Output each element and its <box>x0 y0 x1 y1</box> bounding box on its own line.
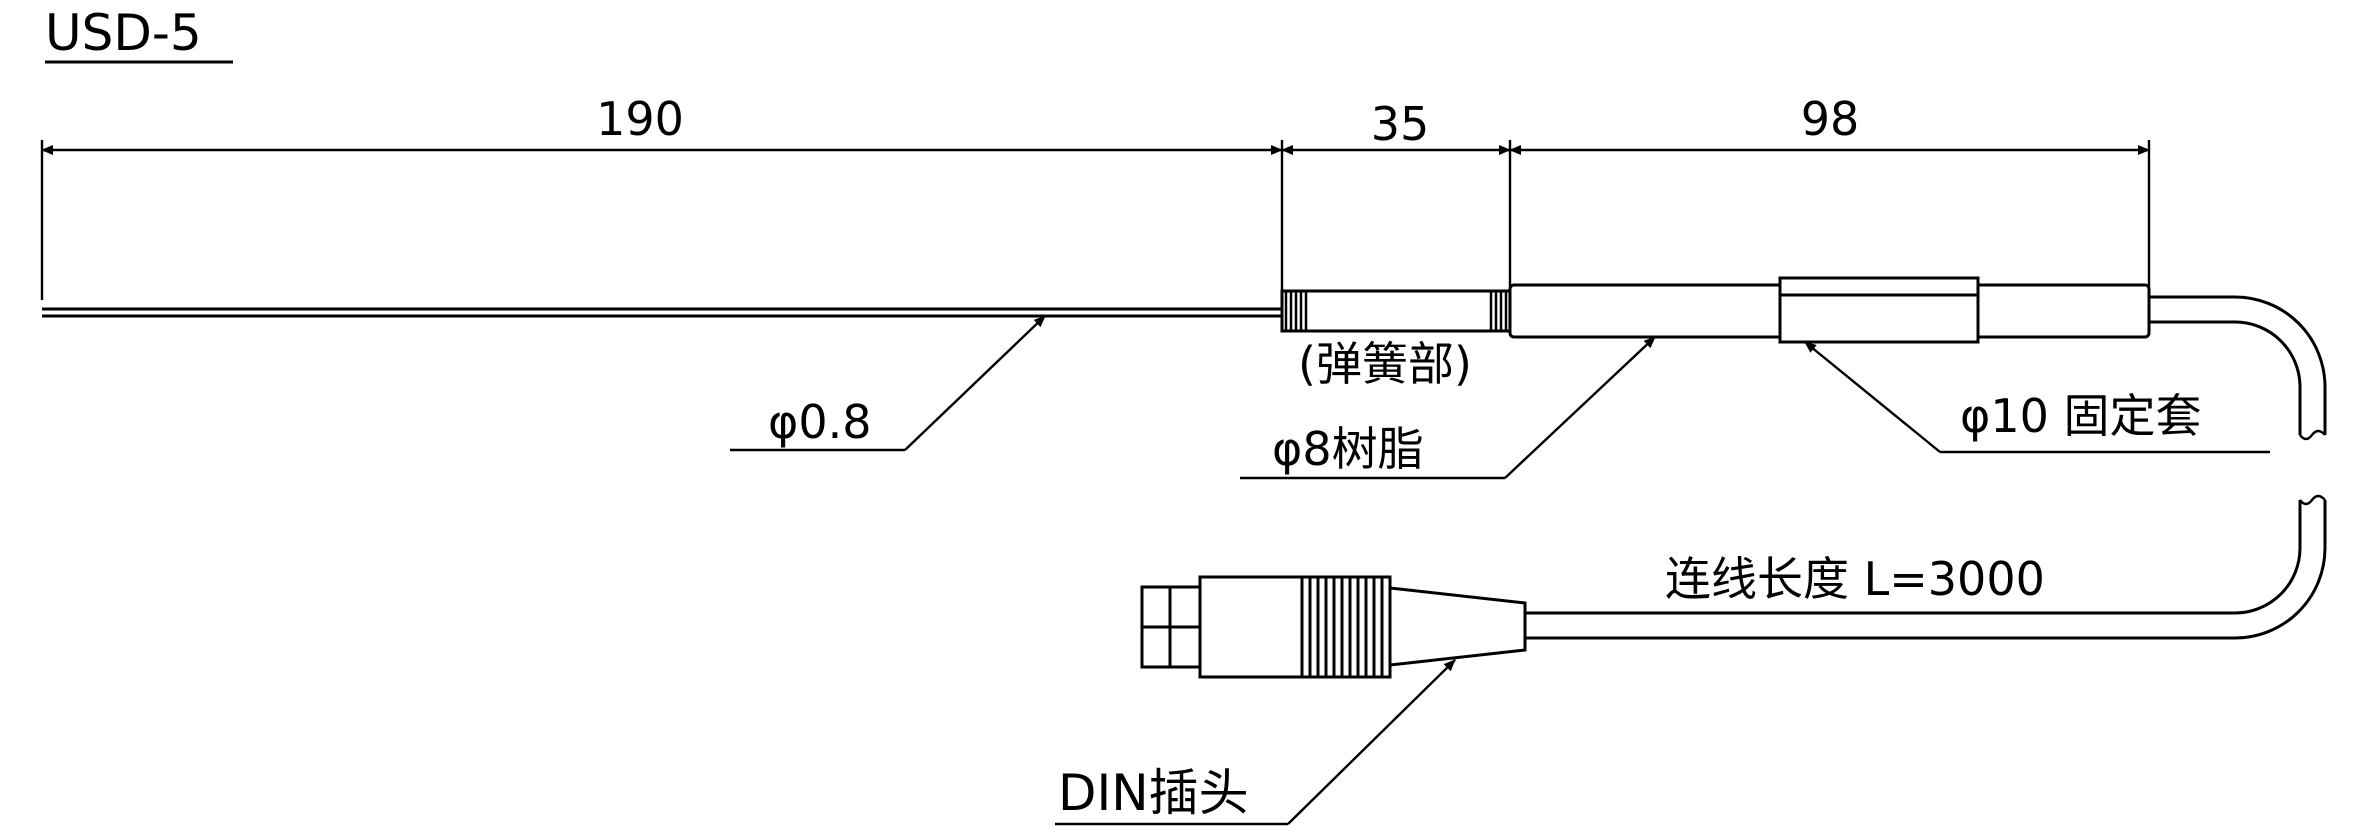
leader-resin <box>1240 336 1656 480</box>
drawing-title: USD-5 <box>45 4 202 62</box>
label-connector: DIN插头 <box>1058 764 1249 822</box>
label-cable-length: 连线长度 L=3000 <box>1665 552 2045 606</box>
din-connector <box>1140 575 1527 679</box>
probe-rod <box>42 307 1282 318</box>
leader-probe <box>730 315 1046 452</box>
label-spring-section: (弹簧部) <box>1298 337 1472 391</box>
spring-section <box>1280 289 1512 333</box>
dimension-resin-length: 98 <box>1801 92 1860 146</box>
label-sleeve: φ10 固定套 <box>1960 389 2202 443</box>
leader-sleeve <box>1804 341 2270 454</box>
leader-connector <box>1055 659 1456 826</box>
fixing-sleeve <box>1778 276 1980 344</box>
label-probe-diameter: φ0.8 <box>768 395 872 449</box>
dimension-probe-length: 190 <box>596 92 684 146</box>
label-resin-diameter: φ8树脂 <box>1272 422 1424 476</box>
dimension-spring-length: 35 <box>1371 97 1430 151</box>
cable <box>1525 295 2327 640</box>
extension-lines <box>40 140 2151 300</box>
